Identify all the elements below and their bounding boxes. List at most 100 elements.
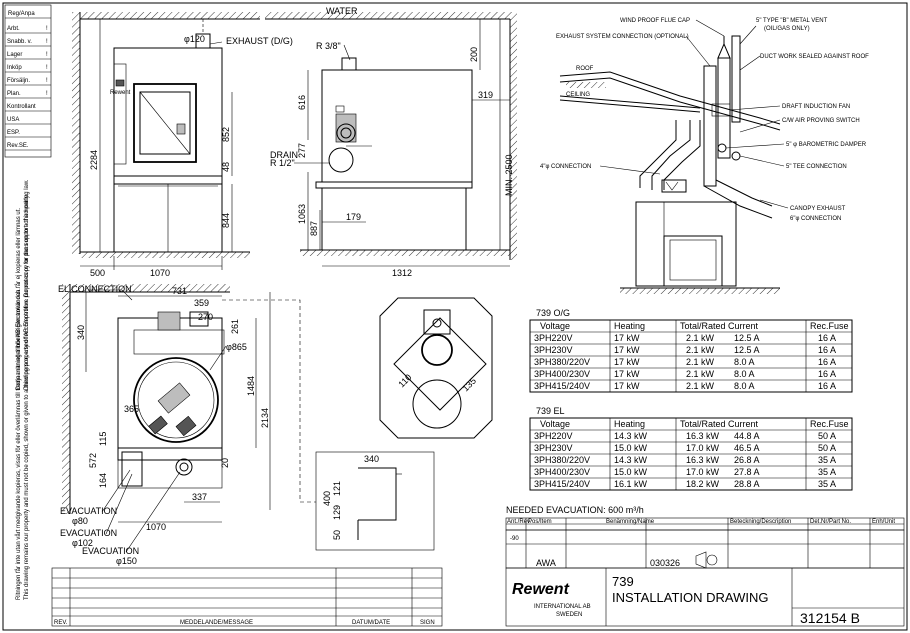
front-view: Rewent φ120 EXHAUST (D/G) 2284 852 48 84… [72, 12, 293, 278]
hdr-benamning: Benämning/Name [606, 519, 655, 525]
revision-row-mark: ! [46, 78, 48, 84]
table-header-cell: Heating [614, 321, 645, 331]
dim-129: 129 [332, 505, 342, 520]
company-name: INTERNATIONAL AB [534, 604, 591, 610]
dim-200: 200 [469, 47, 479, 62]
dim-319: 319 [478, 90, 493, 100]
drawing-date: 030326 [650, 558, 680, 568]
table-cell: 12.5 A [734, 345, 760, 355]
table-cell: 18.2 kW [686, 479, 720, 489]
revision-row-label: Snabb. v. [7, 39, 32, 45]
dim-852: 852 [221, 127, 231, 142]
revision-row-mark: ! [46, 52, 48, 58]
label-drain: DRAIN [270, 150, 298, 160]
svg-text:Rewent: Rewent [110, 90, 131, 96]
dim-261: 261 [230, 319, 240, 334]
revision-row-mark: ! [46, 91, 48, 97]
footer-date: DATUM/DATE [352, 620, 390, 626]
dim-887: 887 [309, 221, 319, 236]
label-canopy-exhaust: CANOPY EXHAUST [790, 206, 846, 212]
table-cell: 50 A [818, 443, 836, 453]
table-cell: 16.3 kW [686, 431, 720, 441]
dim-277: 277 [297, 143, 307, 158]
label-baro-damper: 5" φ BAROMETRIC DAMPER [786, 142, 867, 148]
table-cell: 3PH380/220V [534, 357, 590, 367]
dim-1070-plan: 1070 [146, 522, 166, 532]
label-evacuation-1: EVACUATION [60, 506, 117, 516]
table-cell: 2.1 kW [686, 345, 715, 355]
table-cell: 16 A [818, 333, 836, 343]
revision-row-mark: ! [46, 65, 48, 71]
table-header-cell: Voltage [540, 321, 570, 331]
drawing-title: INSTALLATION DRAWING [612, 590, 769, 605]
dim-164: 164 [98, 473, 108, 488]
dim-340-detail: 340 [364, 454, 379, 464]
dim-359: 359 [194, 298, 209, 308]
revision-row-label: Försäljn. [7, 78, 30, 84]
table-cell: 8.0 A [734, 357, 755, 367]
footer-sign: SIGN [420, 620, 435, 626]
label-b-vent: 5" TYPE "B" METAL VENT [756, 18, 828, 24]
table-cell: 16 A [818, 369, 836, 379]
side-note-swedish-2: Ritningen får inte utan vårt medgivande … [15, 288, 22, 600]
table-cell: 15.0 kW [614, 443, 648, 453]
hdr-enh: Enh/Unit [872, 519, 895, 525]
table-og-title: 739 O/G [536, 308, 570, 318]
label-water-size: R 3/8" [316, 41, 341, 51]
side-note-english-2: This drawing remains our property and mu… [24, 179, 30, 600]
label-draft-fan: DRAFT INDUCTION FAN [782, 104, 850, 110]
table-cell: 3PH400/230V [534, 467, 590, 477]
table-cell: 35 A [818, 455, 836, 465]
connection-detail: 110 135 340 400 121 129 50 [315, 297, 493, 551]
table-header-cell: Rec.Fuse [810, 419, 849, 429]
side-note-swedish-1: Denna ritning tillhör AB Electrolux och … [15, 208, 22, 390]
table-cell: 3PH220V [534, 431, 573, 441]
table-cell: 46.5 A [734, 443, 760, 453]
dim-phi865: φ865 [226, 342, 247, 352]
table-cell: 16 A [818, 357, 836, 367]
table-cell: 16.3 kW [686, 455, 720, 465]
table-cell: 8.0 A [734, 369, 755, 379]
rev-value: -90 [510, 536, 519, 542]
table-cell: 17 kW [614, 357, 640, 367]
dim-365: 365 [124, 404, 139, 414]
label-ceiling: CEILING [566, 92, 590, 98]
dim-110: 110 [396, 372, 413, 389]
revision-row-label: Rev.SE. [7, 143, 29, 149]
table-cell: 17 kW [614, 381, 640, 391]
table-cell: 3PH380/220V [534, 455, 590, 465]
side-view: WATER R 3/8" 200 319 616 DRAIN R 1/2" 27… [265, 6, 517, 278]
hdr-pos: Pos/Item [528, 519, 552, 525]
dim-115: 115 [98, 432, 108, 446]
dim-phi120: φ120 [184, 34, 205, 44]
dim-1063: 1063 [297, 204, 307, 224]
dim-50: 50 [332, 530, 342, 540]
revision-row-label: Kontrollant [7, 104, 36, 110]
dim-179: 179 [346, 212, 361, 222]
revision-block-title: Reg/Anpa [8, 11, 35, 17]
table-cell: 3PH230V [534, 345, 573, 355]
revision-row-label: USA [7, 117, 19, 123]
dim-135: 135 [460, 376, 478, 394]
konstruktor: AWA [536, 558, 556, 568]
title-block: Ant./Rev. Pos/Item Benämning/Name Beteck… [51, 517, 905, 627]
table-cell: 28.8 A [734, 479, 760, 489]
table-cell: 3PH220V [534, 333, 573, 343]
label-wind-cap: WIND PROOF FLUE CAP [620, 18, 690, 24]
dim-340-plan: 340 [76, 325, 86, 340]
label-el-connection: EL CONNECTION [58, 284, 132, 294]
label-evacuation-2: EVACUATION [60, 528, 117, 538]
table-cell: 17.0 kW [686, 443, 720, 453]
revision-row-mark: ! [46, 26, 48, 32]
revision-row-label: ESP. [7, 130, 20, 136]
table-cell: 44.8 A [734, 431, 760, 441]
dim-1484: 1484 [246, 376, 256, 396]
table-cell: 3PH415/240V [534, 381, 590, 391]
dim-500: 500 [90, 268, 105, 278]
table-cell: 14.3 kW [614, 431, 648, 441]
table-cell: 12.5 A [734, 333, 760, 343]
side-note-english-1: Drawing property of AB Electrolux. Do no… [24, 194, 30, 390]
